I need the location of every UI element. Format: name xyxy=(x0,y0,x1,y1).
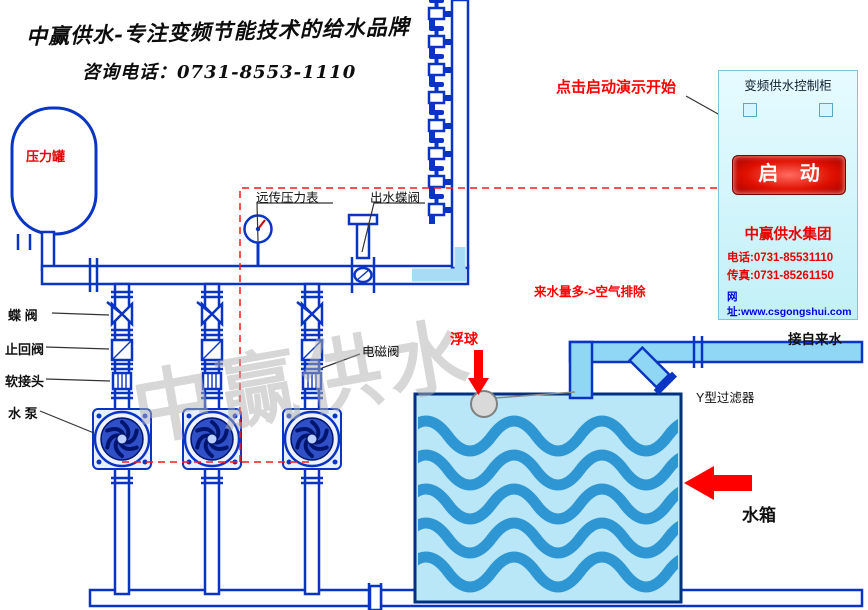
water-tank xyxy=(413,392,683,604)
cabinet-phone: 电话:0731-85531110 xyxy=(727,252,834,264)
flange-icon xyxy=(88,258,99,292)
cabinet-fax: 传真:0731-85261150 xyxy=(727,270,834,282)
label-butterfly-valve: 蝶 阀 xyxy=(8,308,38,323)
y-filter-icon xyxy=(627,345,678,396)
cabinet-company-name: 中赢供水集团 xyxy=(744,227,832,243)
faucet-icon xyxy=(427,136,454,170)
label-inlet-note: 来水量多->空气排除 xyxy=(534,285,646,299)
cabinet-title: 变频供水控制柜 xyxy=(744,79,832,93)
indicator-light-right xyxy=(819,103,833,117)
faucet-icon xyxy=(427,80,454,114)
float-arm-line xyxy=(494,391,576,399)
consult-phone: 咨询电话：0731-8553-1110 xyxy=(82,62,357,83)
float-ball-icon xyxy=(470,390,498,418)
down-arrow-icon xyxy=(468,350,489,395)
control-cabinet: 变频供水控制柜 启 动 中赢供水集团 电话:0731-85531110 传真:0… xyxy=(718,70,858,320)
tank-waves xyxy=(418,415,678,593)
faucet-standpipe xyxy=(412,0,470,282)
faucet-icon xyxy=(427,52,454,86)
faucet-icon xyxy=(427,0,454,30)
faucet-icon xyxy=(427,192,454,226)
pump-branch-3 xyxy=(281,282,343,596)
label-remote-pressure-gauge: 远传压力表 xyxy=(256,191,319,205)
outlet-butterfly-valve-icon xyxy=(347,213,379,293)
label-check-valve: 止回阀 xyxy=(5,342,45,357)
indicator-light-left xyxy=(743,103,757,117)
pump-branch-1 xyxy=(91,282,153,596)
leader-lines xyxy=(39,95,728,434)
label-soft-joint: 软接头 xyxy=(5,374,45,389)
label-solenoid-valve: 电磁阀 xyxy=(362,345,400,359)
cabinet-website: 网址:www.csgongshui.com xyxy=(727,291,852,318)
faucet-icon xyxy=(427,24,454,58)
label-water-tank: 水箱 xyxy=(742,506,776,525)
inlet-pipe xyxy=(568,336,864,400)
manifold-coupling-icon xyxy=(367,583,383,610)
faucet-icon xyxy=(427,164,454,198)
control-dashed-wiring xyxy=(122,187,718,463)
label-float-ball: 浮球 xyxy=(450,331,478,347)
demo-hint-text: 点击启动演示开始 xyxy=(556,79,677,96)
pressure-tank xyxy=(10,106,98,272)
label-outlet-butterfly-valve: 出水蝶阀 xyxy=(370,191,421,205)
label-tap-water-inlet: 接自来水 xyxy=(788,332,842,347)
label-y-filter: Y型过滤器 xyxy=(696,391,755,405)
pump-branch-2 xyxy=(181,282,243,596)
start-button[interactable]: 启 动 xyxy=(732,155,846,195)
left-arrow-icon xyxy=(684,466,752,500)
label-pressure-tank: 压力罐 xyxy=(26,149,66,164)
label-pump: 水 泵 xyxy=(8,406,38,421)
main-header-pipe xyxy=(40,264,470,286)
faucet-icon xyxy=(427,108,454,142)
